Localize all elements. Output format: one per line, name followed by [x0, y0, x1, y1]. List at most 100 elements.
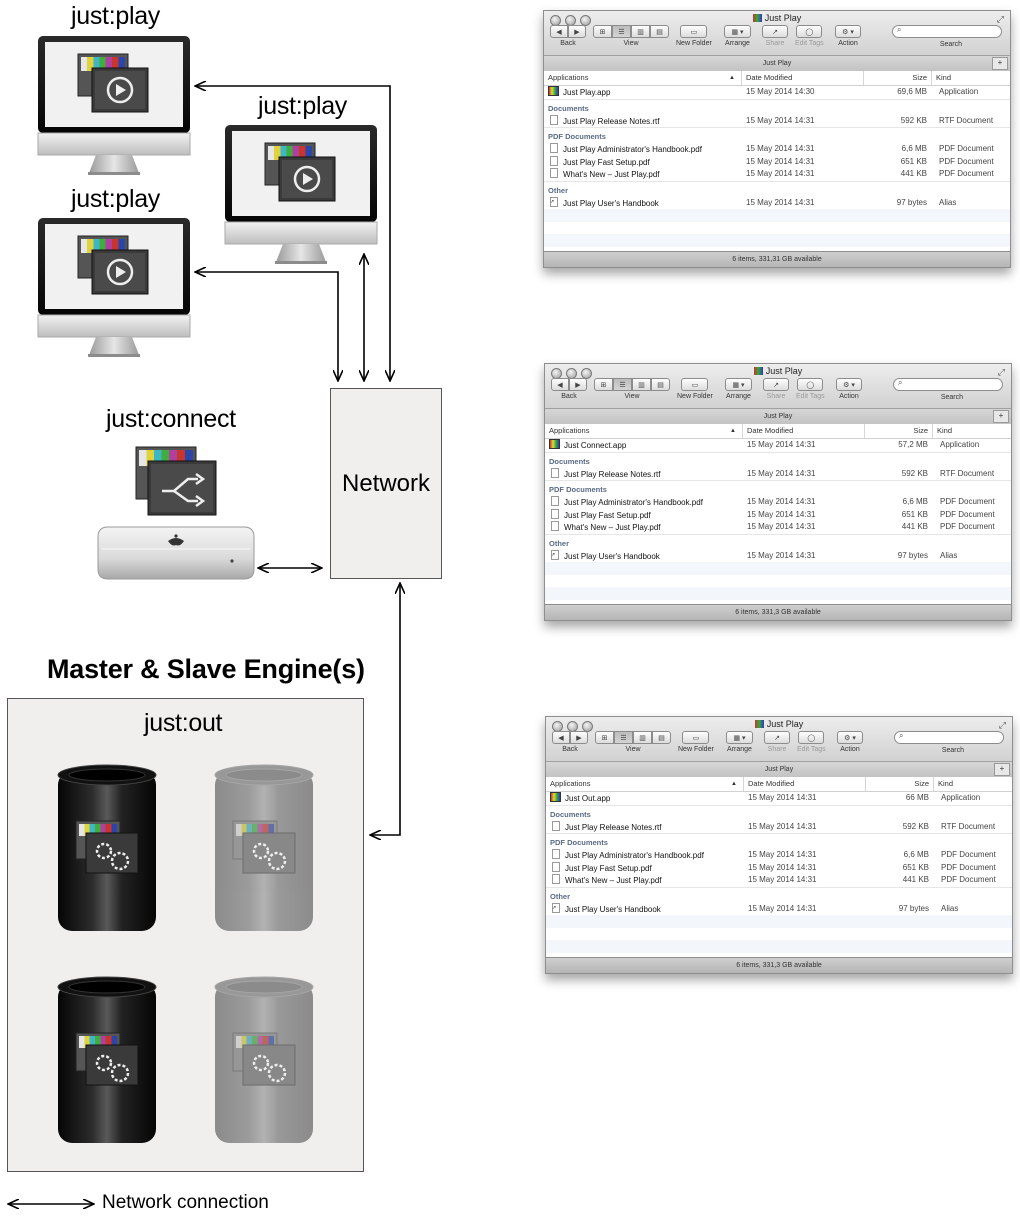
column-view-button[interactable]: ▥	[631, 25, 650, 38]
file-row[interactable]: Just Play Release Notes.rtf 15 May 2014 …	[546, 820, 1012, 834]
empty-row	[545, 587, 1011, 600]
rtf-icon	[551, 467, 559, 478]
title-bar: Just Play ⤢ ◀ ▶ Back ⊞ ☰ ▥ ▤ View ▭	[544, 11, 1010, 71]
share-button[interactable]: ↗	[764, 731, 790, 744]
status-bar: 6 items, 331,3 GB available	[546, 957, 1012, 973]
list-view-button[interactable]: ☰	[614, 731, 633, 744]
search-label: Search	[939, 41, 962, 48]
back-button[interactable]: ◀	[550, 25, 568, 38]
share-button[interactable]: ↗	[763, 378, 789, 391]
column-kind[interactable]: Kind	[932, 424, 1011, 438]
link-engine	[370, 583, 400, 835]
forward-button[interactable]: ▶	[570, 731, 588, 744]
action-button[interactable]: ⚙ ▾	[837, 731, 863, 744]
file-row[interactable]: What's New – Just Play.pdf 15 May 2014 1…	[546, 874, 1012, 887]
column-name[interactable]: Applications▲	[546, 777, 743, 791]
imac-1-icon	[37, 36, 191, 175]
view-group: ⊞ ☰ ▥ ▤ View	[594, 378, 670, 400]
group-header-documents: Documents	[544, 98, 1010, 115]
new-tab-button[interactable]: +	[993, 410, 1009, 423]
back-button[interactable]: ◀	[552, 731, 570, 744]
file-row[interactable]: What's New – Just Play.pdf 15 May 2014 1…	[544, 168, 1010, 181]
column-size[interactable]: Size	[864, 424, 932, 438]
file-row[interactable]: Just Play Release Notes.rtf 15 May 2014 …	[545, 467, 1011, 481]
tab-just-play[interactable]: Just Play	[764, 766, 794, 773]
column-kind[interactable]: Kind	[931, 71, 1010, 85]
fullscreen-icon[interactable]: ⤢	[998, 720, 1006, 730]
back-forward-group: ◀ ▶ Back	[550, 25, 586, 47]
column-size[interactable]: Size	[863, 71, 931, 85]
arrange-button[interactable]: ▦ ▾	[725, 378, 752, 391]
new-tab-button[interactable]: +	[992, 57, 1008, 70]
file-row[interactable]: Just Out.app 15 May 2014 14:31 66 MB App…	[546, 792, 1012, 805]
title-bar: Just Play ⤢ ◀ ▶ Back ⊞ ☰ ▥ ▤ View ▭	[546, 717, 1012, 777]
edit-tags-button[interactable]: ◯	[797, 378, 824, 391]
forward-button[interactable]: ▶	[569, 378, 587, 391]
search-input[interactable]: ⌕	[893, 378, 1003, 391]
folder-app-icon	[754, 720, 764, 728]
new-folder-button[interactable]: ▭	[682, 731, 710, 744]
column-view-button[interactable]: ▥	[632, 378, 651, 391]
share-group: ↗ Share	[762, 25, 788, 47]
column-view-button[interactable]: ▥	[633, 731, 652, 744]
icon-view-button[interactable]: ⊞	[595, 731, 614, 744]
file-row[interactable]: Just Play User's Handbook 15 May 2014 14…	[546, 902, 1012, 916]
file-row[interactable]: What's New – Just Play.pdf 15 May 2014 1…	[545, 521, 1011, 534]
file-row[interactable]: Just Play Release Notes.rtf 15 May 2014 …	[544, 114, 1010, 128]
file-row[interactable]: Just Play Administrator's Handbook.pdf 1…	[546, 849, 1012, 862]
search-input[interactable]: ⌕	[892, 25, 1002, 38]
icon-view-button[interactable]: ⊞	[593, 25, 612, 38]
pdf-icon	[551, 496, 559, 506]
arrange-button[interactable]: ▦ ▾	[726, 731, 753, 744]
tab-just-play[interactable]: Just Play	[763, 413, 793, 420]
action-button[interactable]: ⚙ ▾	[835, 25, 861, 38]
arrange-label: Arrange	[725, 40, 750, 47]
file-row[interactable]: Just Play User's Handbook 15 May 2014 14…	[544, 196, 1010, 210]
fullscreen-icon[interactable]: ⤢	[996, 14, 1004, 24]
list-view-button[interactable]: ☰	[613, 378, 632, 391]
new-folder-button[interactable]: ▭	[681, 378, 709, 391]
column-date[interactable]: Date Modified	[743, 777, 865, 791]
pdf-icon	[552, 849, 560, 859]
action-button[interactable]: ⚙ ▾	[836, 378, 862, 391]
column-size[interactable]: Size	[865, 777, 933, 791]
file-row[interactable]: Just Play Fast Setup.pdf 15 May 2014 14:…	[546, 861, 1012, 875]
imac-3-icon	[37, 218, 191, 357]
file-row[interactable]: Just Play Administrator's Handbook.pdf 1…	[545, 496, 1011, 509]
file-row[interactable]: Just Play User's Handbook 15 May 2014 14…	[545, 549, 1011, 563]
column-date[interactable]: Date Modified	[741, 71, 863, 85]
new-folder-button[interactable]: ▭	[680, 25, 708, 38]
coverflow-view-button[interactable]: ▤	[651, 378, 670, 391]
column-date[interactable]: Date Modified	[742, 424, 864, 438]
new-tab-button[interactable]: +	[994, 763, 1010, 776]
edit-tags-button[interactable]: ◯	[798, 731, 825, 744]
column-name[interactable]: Applications▲	[545, 424, 742, 438]
file-row[interactable]: Just Play.app 15 May 2014 14:30 69,6 MB …	[544, 86, 1010, 99]
just-out-label: just:out	[144, 709, 223, 737]
arrange-button[interactable]: ▦ ▾	[724, 25, 751, 38]
alias-icon	[550, 196, 558, 207]
folder-app-icon	[752, 14, 762, 22]
icon-view-button[interactable]: ⊞	[594, 378, 613, 391]
column-kind[interactable]: Kind	[933, 777, 1012, 791]
column-name[interactable]: Applications▲	[544, 71, 741, 85]
just-connect-label: just:connect	[106, 405, 236, 433]
list-view-button[interactable]: ☰	[612, 25, 631, 38]
tab-just-play[interactable]: Just Play	[762, 60, 792, 67]
file-row[interactable]: Just Play Fast Setup.pdf 15 May 2014 14:…	[544, 155, 1010, 169]
coverflow-view-button[interactable]: ▤	[650, 25, 669, 38]
file-row[interactable]: Just Play Fast Setup.pdf 15 May 2014 14:…	[545, 508, 1011, 522]
fullscreen-icon[interactable]: ⤢	[997, 367, 1005, 377]
file-row[interactable]: Just Play Administrator's Handbook.pdf 1…	[544, 143, 1010, 156]
search-input[interactable]: ⌕	[894, 731, 1004, 744]
title-bar: Just Play ⤢ ◀ ▶ Back ⊞ ☰ ▥ ▤ View ▭	[545, 364, 1011, 424]
edit-tags-button[interactable]: ◯	[796, 25, 823, 38]
pdf-icon	[550, 155, 558, 166]
status-bar: 6 items, 331,31 GB available	[544, 251, 1010, 267]
forward-button[interactable]: ▶	[568, 25, 586, 38]
share-button[interactable]: ↗	[762, 25, 788, 38]
file-row[interactable]: Just Connect.app 15 May 2014 14:31 57,2 …	[545, 439, 1011, 452]
action-group: ⚙ ▾ Action	[837, 731, 863, 753]
coverflow-view-button[interactable]: ▤	[652, 731, 671, 744]
back-button[interactable]: ◀	[551, 378, 569, 391]
